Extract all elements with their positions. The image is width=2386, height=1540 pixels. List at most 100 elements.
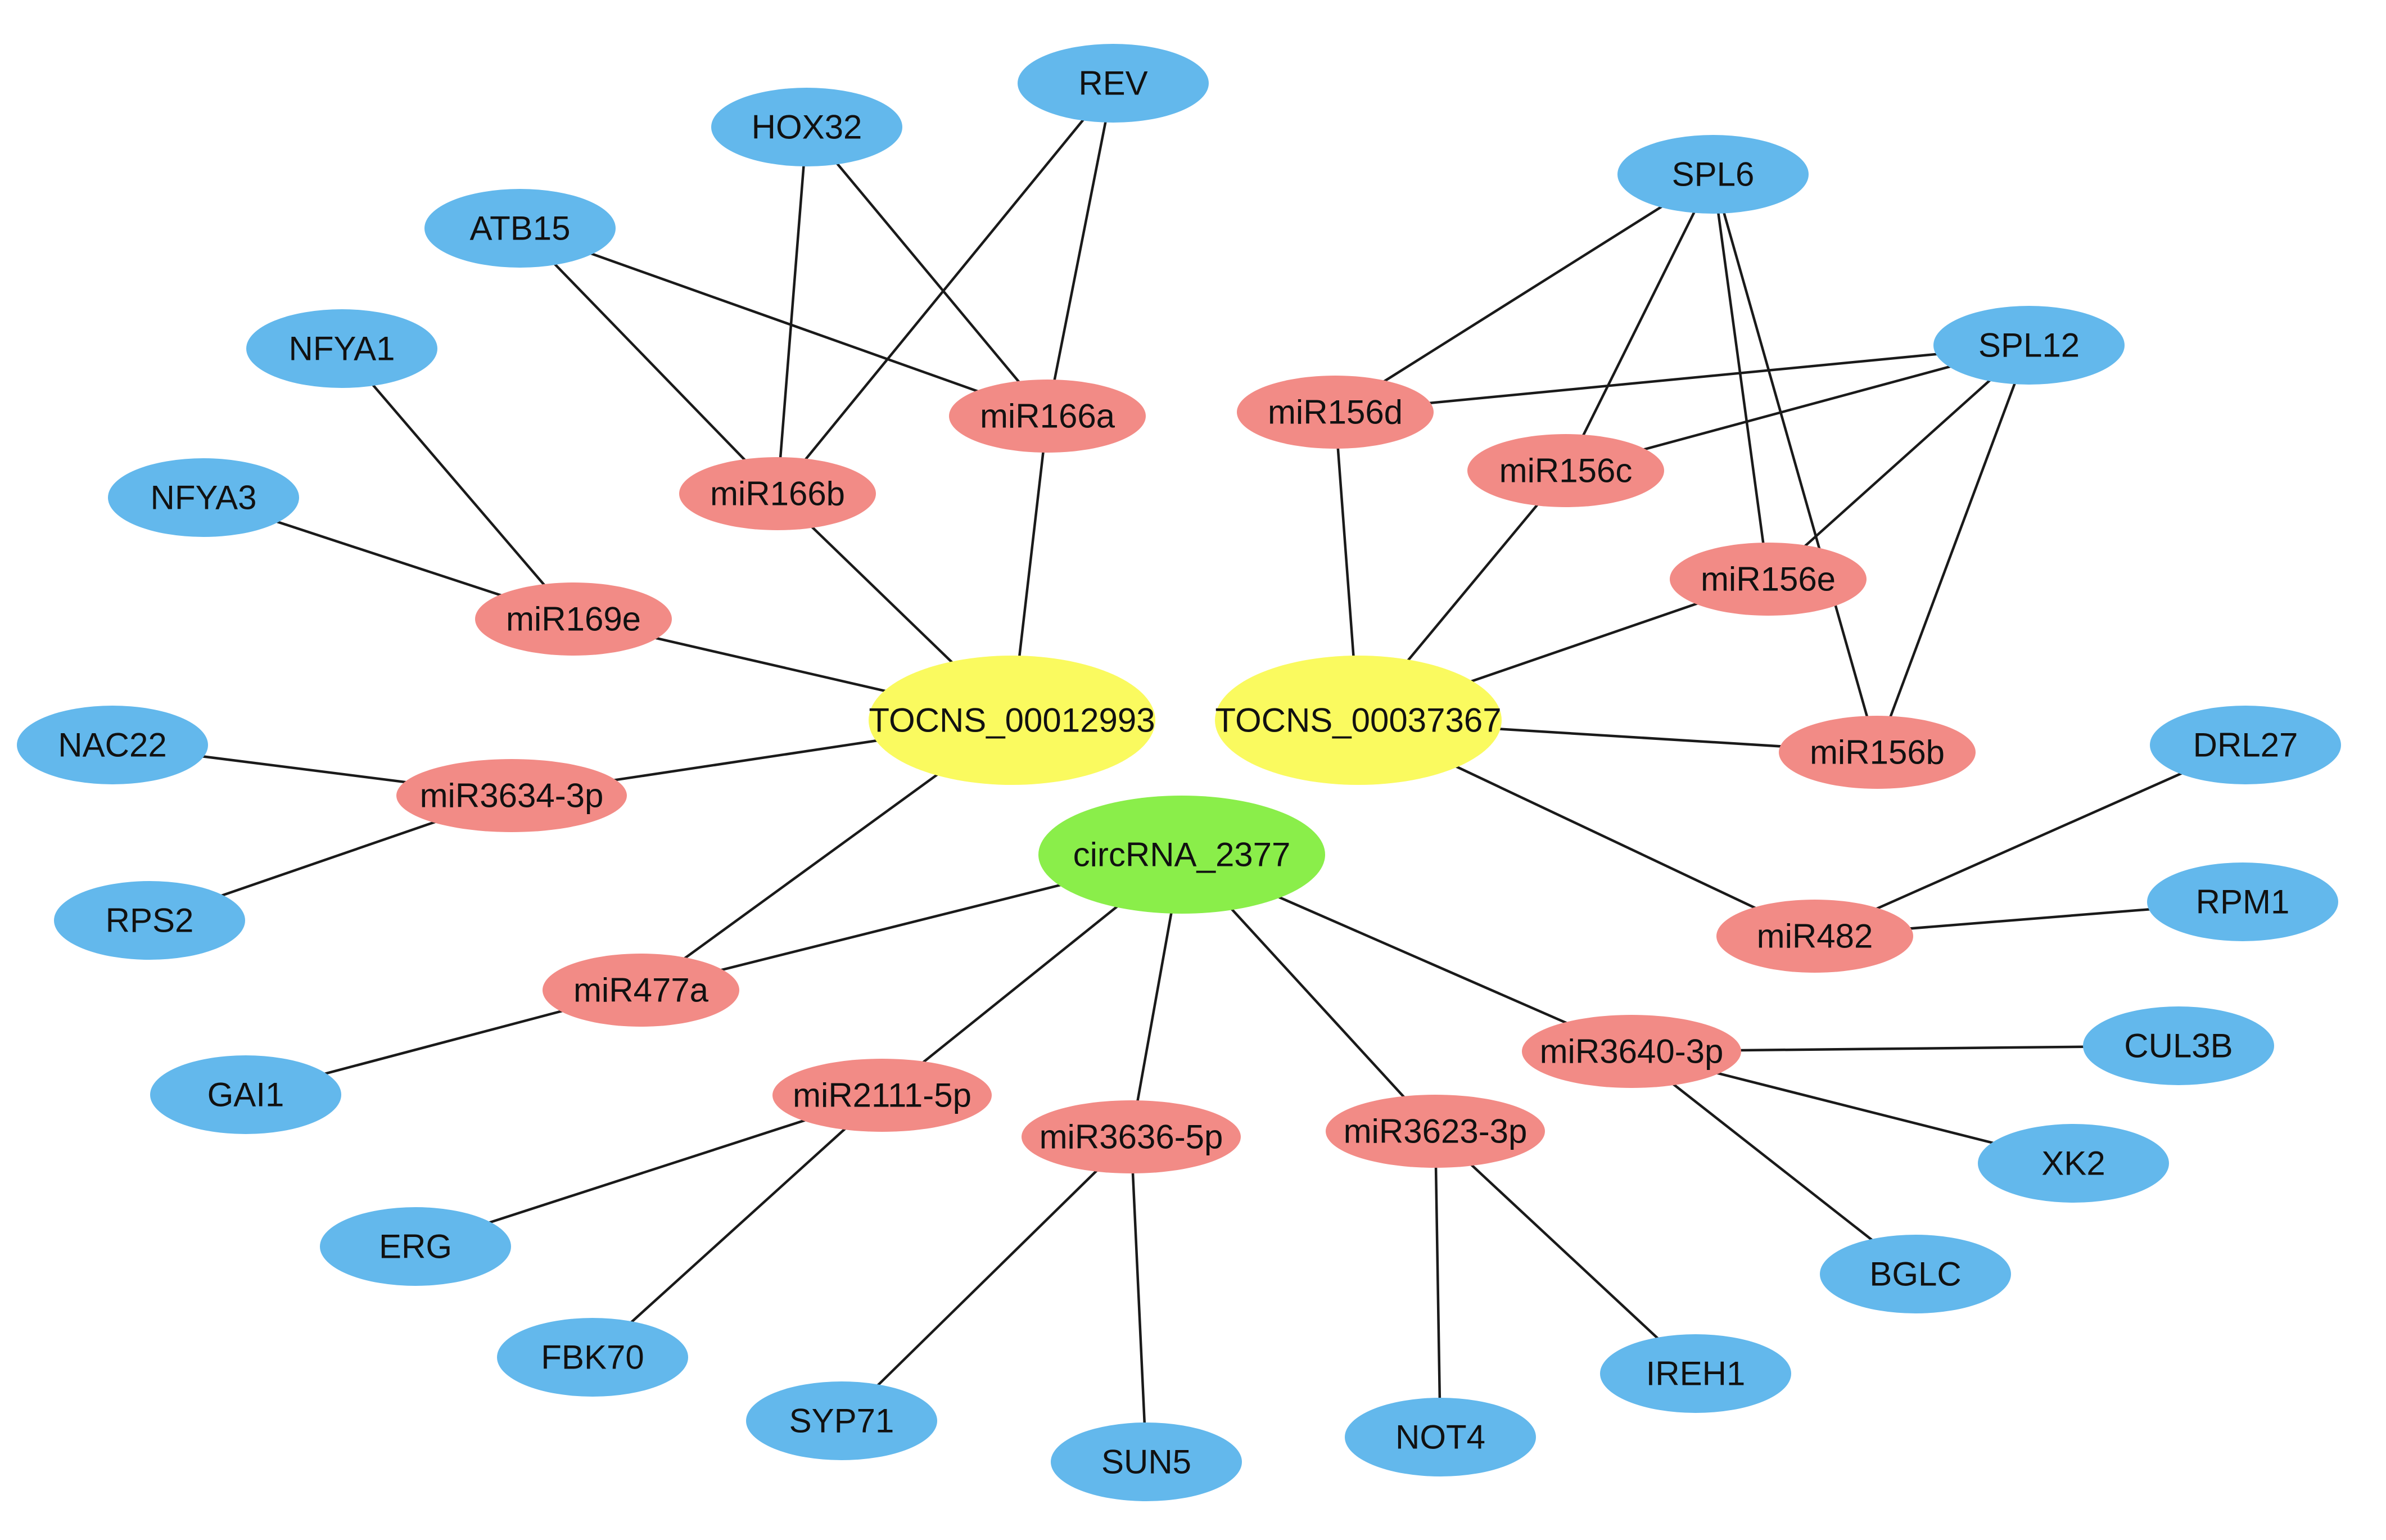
node-miR156d-label: miR156d	[1268, 394, 1403, 431]
node-RPM1-shape	[2147, 862, 2338, 941]
edge-SPL6-miR156e	[1711, 174, 1770, 580]
node-NAC22-label: NAC22	[58, 726, 166, 764]
node-NAC22: NAC22	[17, 706, 208, 784]
node-RPS2-shape	[54, 881, 245, 960]
node-FBK70-label: FBK70	[541, 1339, 644, 1376]
node-CUL3B-shape	[2083, 1006, 2274, 1085]
node-miR3634-3p-shape	[396, 759, 627, 832]
node-miR3623-3p: miR3623-3p	[1326, 1095, 1545, 1168]
edge-DRL27-miR482	[1814, 743, 2246, 938]
node-miR169e: miR169e	[475, 582, 672, 656]
node-HOX32: HOX32	[711, 88, 902, 166]
node-NFYA3: NFYA3	[108, 458, 299, 537]
node-DRL27: DRL27	[2150, 706, 2341, 784]
node-miR3640-3p-label: miR3640-3p	[1540, 1033, 1724, 1071]
node-SPL12-label: SPL12	[1978, 327, 2080, 364]
node-miR3640-3p: miR3640-3p	[1522, 1015, 1741, 1088]
node-NOT4-label: NOT4	[1395, 1419, 1485, 1456]
node-GAI1-label: GAI1	[207, 1076, 284, 1114]
node-TOCNS_00037367: TOCNS_00037367	[1215, 656, 1502, 785]
node-SPL6-shape	[1617, 135, 1809, 214]
edge-SPL12-miR156b	[1876, 345, 2031, 753]
node-miR156c-shape	[1467, 434, 1664, 507]
node-miR166b-shape	[679, 457, 876, 530]
edge-SPL12-miR156e	[1767, 344, 2030, 580]
edge-NFYA1-miR169e	[341, 347, 575, 620]
node-NAC22-shape	[17, 706, 208, 784]
edge-REV-miR166a	[1046, 83, 1115, 417]
edge-NOT4-miR3623-3p	[1434, 1131, 1442, 1438]
node-SUN5-shape	[1051, 1422, 1242, 1501]
node-miR482: miR482	[1716, 900, 1913, 973]
node-SYP71: SYP71	[746, 1381, 937, 1460]
node-RPM1: RPM1	[2147, 862, 2338, 941]
node-TOCNS_00012993-shape	[869, 656, 1155, 785]
node-miR3623-3p-label: miR3623-3p	[1344, 1113, 1528, 1150]
edge-SPL6-miR156c	[1564, 173, 1715, 472]
node-NFYA1-shape	[246, 309, 437, 388]
node-miR156d: miR156d	[1237, 376, 1434, 449]
node-RPS2: RPS2	[54, 881, 245, 960]
edge-SPL6-miR156d	[1334, 173, 1714, 413]
node-RPS2-label: RPS2	[106, 902, 194, 940]
node-miR2111-5p: miR2111-5p	[772, 1059, 992, 1132]
node-miR3623-3p-shape	[1326, 1095, 1545, 1168]
node-miR156b-shape	[1779, 716, 1976, 789]
node-circRNA_2377-shape	[1038, 796, 1325, 914]
edge-ATB15-miR166b	[519, 227, 779, 495]
node-CUL3B-label: CUL3B	[2124, 1027, 2233, 1065]
node-miR166a-label: miR166a	[980, 398, 1115, 435]
node-REV: REV	[1018, 44, 1209, 123]
node-miR169e-label: miR169e	[506, 600, 641, 638]
node-XK2-label: XK2	[2041, 1145, 2105, 1182]
node-miR166b: miR166b	[679, 457, 876, 530]
node-miR2111-5p-label: miR2111-5p	[793, 1077, 971, 1114]
node-FBK70: FBK70	[497, 1318, 688, 1397]
edge-IREH1-miR3623-3p	[1434, 1130, 1697, 1375]
node-HOX32-shape	[711, 88, 902, 166]
node-GAI1: GAI1	[150, 1055, 341, 1134]
node-TOCNS_00012993-label: TOCNS_00012993	[869, 702, 1155, 739]
node-ERG-label: ERG	[379, 1228, 452, 1266]
node-SUN5: SUN5	[1051, 1422, 1242, 1501]
node-NOT4-shape	[1345, 1398, 1536, 1476]
node-NFYA1-label: NFYA1	[289, 330, 395, 368]
edge-HOX32-miR166a	[806, 126, 1049, 417]
node-XK2: XK2	[1978, 1124, 2169, 1203]
node-TOCNS_00037367-label: TOCNS_00037367	[1215, 702, 1501, 739]
node-miR156b-label: miR156b	[1810, 734, 1945, 771]
node-ATB15: ATB15	[424, 189, 616, 268]
edge-SYP71-miR3636-5p	[840, 1136, 1132, 1422]
node-IREH1-shape	[1600, 1334, 1791, 1413]
node-SYP71-label: SYP71	[789, 1402, 894, 1440]
node-ATB15-shape	[424, 189, 616, 268]
node-miR3636-5p-shape	[1022, 1100, 1241, 1173]
node-NOT4: NOT4	[1345, 1398, 1536, 1476]
node-SPL12: SPL12	[1933, 306, 2125, 385]
node-ERG: ERG	[320, 1207, 511, 1286]
edge-SUN5-miR3636-5p	[1129, 1136, 1148, 1462]
node-circRNA_2377: circRNA_2377	[1038, 796, 1325, 914]
node-miR156c-label: miR156c	[1499, 452, 1633, 490]
node-DRL27-shape	[2150, 706, 2341, 784]
node-miR3640-3p-shape	[1522, 1015, 1741, 1088]
node-miR156e-shape	[1670, 543, 1867, 616]
node-miR3636-5p: miR3636-5p	[1022, 1100, 1241, 1173]
edge-ATB15-miR166a	[519, 227, 1048, 418]
node-NFYA1: NFYA1	[246, 309, 437, 388]
node-circRNA_2377-label: circRNA_2377	[1073, 836, 1291, 874]
node-RPM1-label: RPM1	[2196, 883, 2290, 921]
node-miR166a: miR166a	[949, 380, 1146, 453]
node-SUN5-label: SUN5	[1101, 1443, 1191, 1481]
node-HOX32-label: HOX32	[752, 109, 862, 146]
node-IREH1-label: IREH1	[1646, 1355, 1746, 1393]
node-BGLC-shape	[1820, 1235, 2011, 1313]
node-miR3634-3p: miR3634-3p	[396, 759, 627, 832]
node-miR3634-3p-label: miR3634-3p	[420, 777, 604, 815]
edge-REV-miR166b	[776, 82, 1114, 495]
edge-HOX32-miR166b	[776, 127, 808, 494]
node-miR477a-label: miR477a	[573, 972, 709, 1009]
node-miR166b-label: miR166b	[710, 475, 845, 513]
node-SPL12-shape	[1933, 306, 2125, 385]
